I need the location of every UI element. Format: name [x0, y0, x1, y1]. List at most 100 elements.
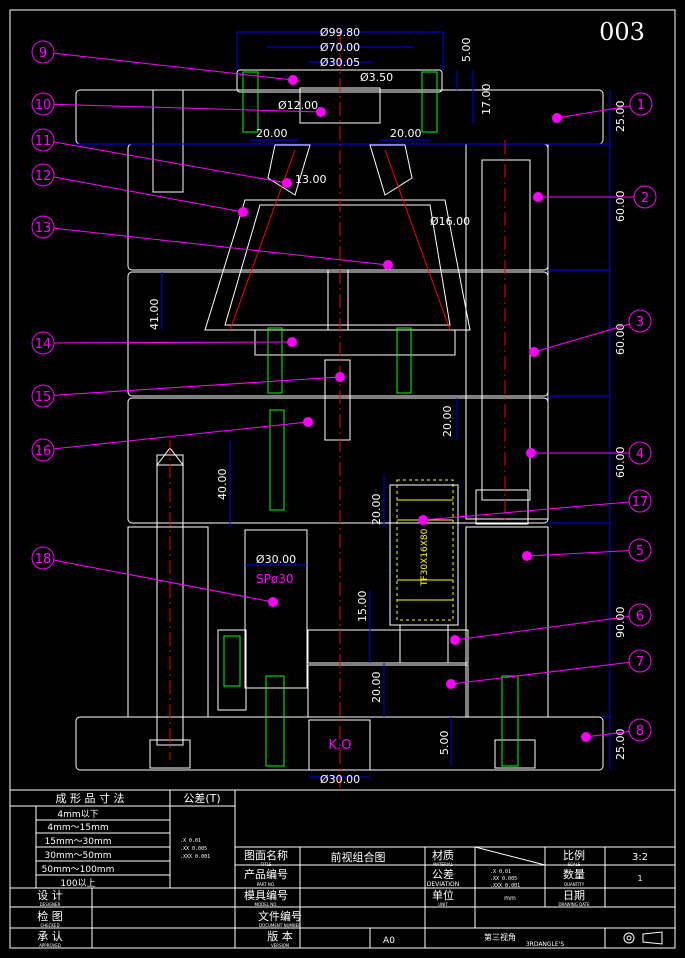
product-no-sub: PART NO. [257, 882, 275, 887]
screws [223, 71, 519, 767]
callout-bubble [31, 331, 55, 355]
drawing-name-sub: TITLE [260, 862, 272, 867]
callout-number: 6 [636, 609, 644, 624]
quantity-value: 1 [637, 874, 642, 883]
dim-v41: 41.00 [148, 299, 161, 331]
screw-top-right [421, 71, 438, 133]
unit-sub: UNIT [438, 902, 448, 907]
callout-14: 14 [31, 331, 297, 355]
tol-row: 4mm以下 [57, 810, 98, 820]
wedge-left [267, 144, 311, 196]
dim-v5: 5.00 [460, 38, 473, 63]
callout-8: 8 [581, 718, 652, 742]
callout-number: 13 [35, 221, 52, 236]
dim-v17: 17.00 [480, 84, 493, 116]
spring-label: TF30X16X80 [420, 528, 430, 587]
dim-v90: 90.00 [614, 607, 627, 639]
dim-v40: 40.00 [216, 469, 229, 501]
dim-v25b: 25.00 [614, 729, 627, 761]
callout-bubble [628, 649, 652, 673]
callout-number: 7 [636, 655, 644, 670]
callout-dot [316, 107, 326, 117]
file-no-sub: DOCUMENT NUMBER [259, 923, 301, 928]
dim-w20a: 20.00 [256, 127, 288, 140]
slide-angle-right [384, 149, 451, 331]
dim-v60b: 60.00 [614, 324, 627, 356]
dim-v20c: 20.00 [370, 494, 383, 526]
material-label: 材质 [432, 848, 454, 862]
callout-number: 18 [35, 552, 52, 567]
unit-value: mm [504, 895, 516, 902]
callout-number: 9 [39, 46, 47, 61]
ejector-plate [307, 664, 469, 718]
bottom-screw-right [494, 739, 536, 769]
unit-label: 单位 [432, 888, 454, 902]
cavity-plate [127, 143, 549, 271]
callout-15: 15 [31, 372, 345, 408]
deviation-value: .XX 0.005 [490, 876, 517, 882]
callout-number: 1 [637, 98, 645, 113]
drawing-number: 003 [599, 18, 645, 46]
callout-16: 16 [31, 417, 313, 462]
callout-leader [42, 103, 322, 113]
dim-d30b: Ø30.00 [256, 553, 296, 566]
drawing-frame [9, 9, 676, 949]
callout-leader [42, 557, 274, 603]
tol-header-left: 成 形 品 寸 法 [56, 791, 125, 805]
ejector-guide-left [217, 629, 247, 711]
checker-label: 检 图 [37, 909, 63, 923]
callout-dot [522, 551, 532, 561]
dim-v60a: 60.00 [614, 191, 627, 223]
callout-bubble [628, 718, 652, 742]
callout-leader [42, 174, 244, 213]
tol-value: .X 0.01 [180, 838, 201, 844]
deviation-value: .X 0.01 [490, 869, 511, 875]
callout-bubble [31, 128, 55, 152]
callout-leader [42, 341, 293, 344]
approver-sub: APPROVED [39, 943, 61, 948]
callout-leader [526, 549, 641, 557]
tol-value: .XX 0.005 [180, 846, 207, 852]
callout-number: 2 [641, 191, 649, 206]
dim-v20d: 20.00 [441, 406, 454, 438]
callout-dot [450, 635, 460, 645]
screw-guide-left [223, 635, 241, 687]
callout-dot [288, 75, 298, 85]
callout-3: 3 [529, 309, 652, 357]
callout-leader [42, 376, 341, 397]
deviation-label: 公差 [432, 867, 454, 881]
callout-17: 17 [418, 489, 652, 525]
screw-bottom-left [265, 675, 285, 767]
tol-row: 15mm～30mm [45, 837, 112, 847]
dim-d3: Ø3.50 [360, 71, 393, 84]
callout-bubble [628, 489, 652, 513]
title-block-text: 成 形 品 寸 法 公差(T) 4mm以下 4mm～15mm 15mm～30mm… [37, 791, 648, 948]
callout-number: 16 [35, 444, 52, 459]
callout-bubble [633, 185, 657, 209]
scale-label: 比例 [563, 848, 585, 862]
spring-body [396, 479, 454, 621]
callout-leader [42, 51, 294, 81]
slide-cavity [204, 199, 471, 331]
callout-bubble [31, 215, 55, 239]
dimension-texts: Ø99.80 Ø70.00 Ø30.05 Ø3.50 Ø12.00 20.00 … [148, 26, 627, 786]
approver-label: 承 认 [37, 930, 63, 943]
guide-pillar-left [152, 89, 184, 193]
callout-number: 12 [35, 169, 52, 184]
tol-value: .XXX 0.001 [180, 854, 210, 860]
callout-dot [552, 113, 562, 123]
callout-leader [42, 421, 309, 451]
callout-5: 5 [522, 538, 652, 562]
callout-leader [556, 103, 642, 119]
callout-bubble [628, 441, 652, 465]
callout-9: 9 [31, 40, 298, 85]
dimension-lines [76, 31, 611, 778]
callout-bubble [31, 92, 55, 116]
scale-sub: SCALE [568, 862, 581, 867]
callout-7: 7 [446, 649, 652, 689]
callout-dot [238, 207, 248, 217]
tol-row: 50mm～100mm [42, 865, 115, 875]
mold-no-sub: MODEL NO. [255, 902, 278, 907]
sp-label: SPø30 [256, 572, 293, 586]
slide-insert [224, 204, 451, 326]
